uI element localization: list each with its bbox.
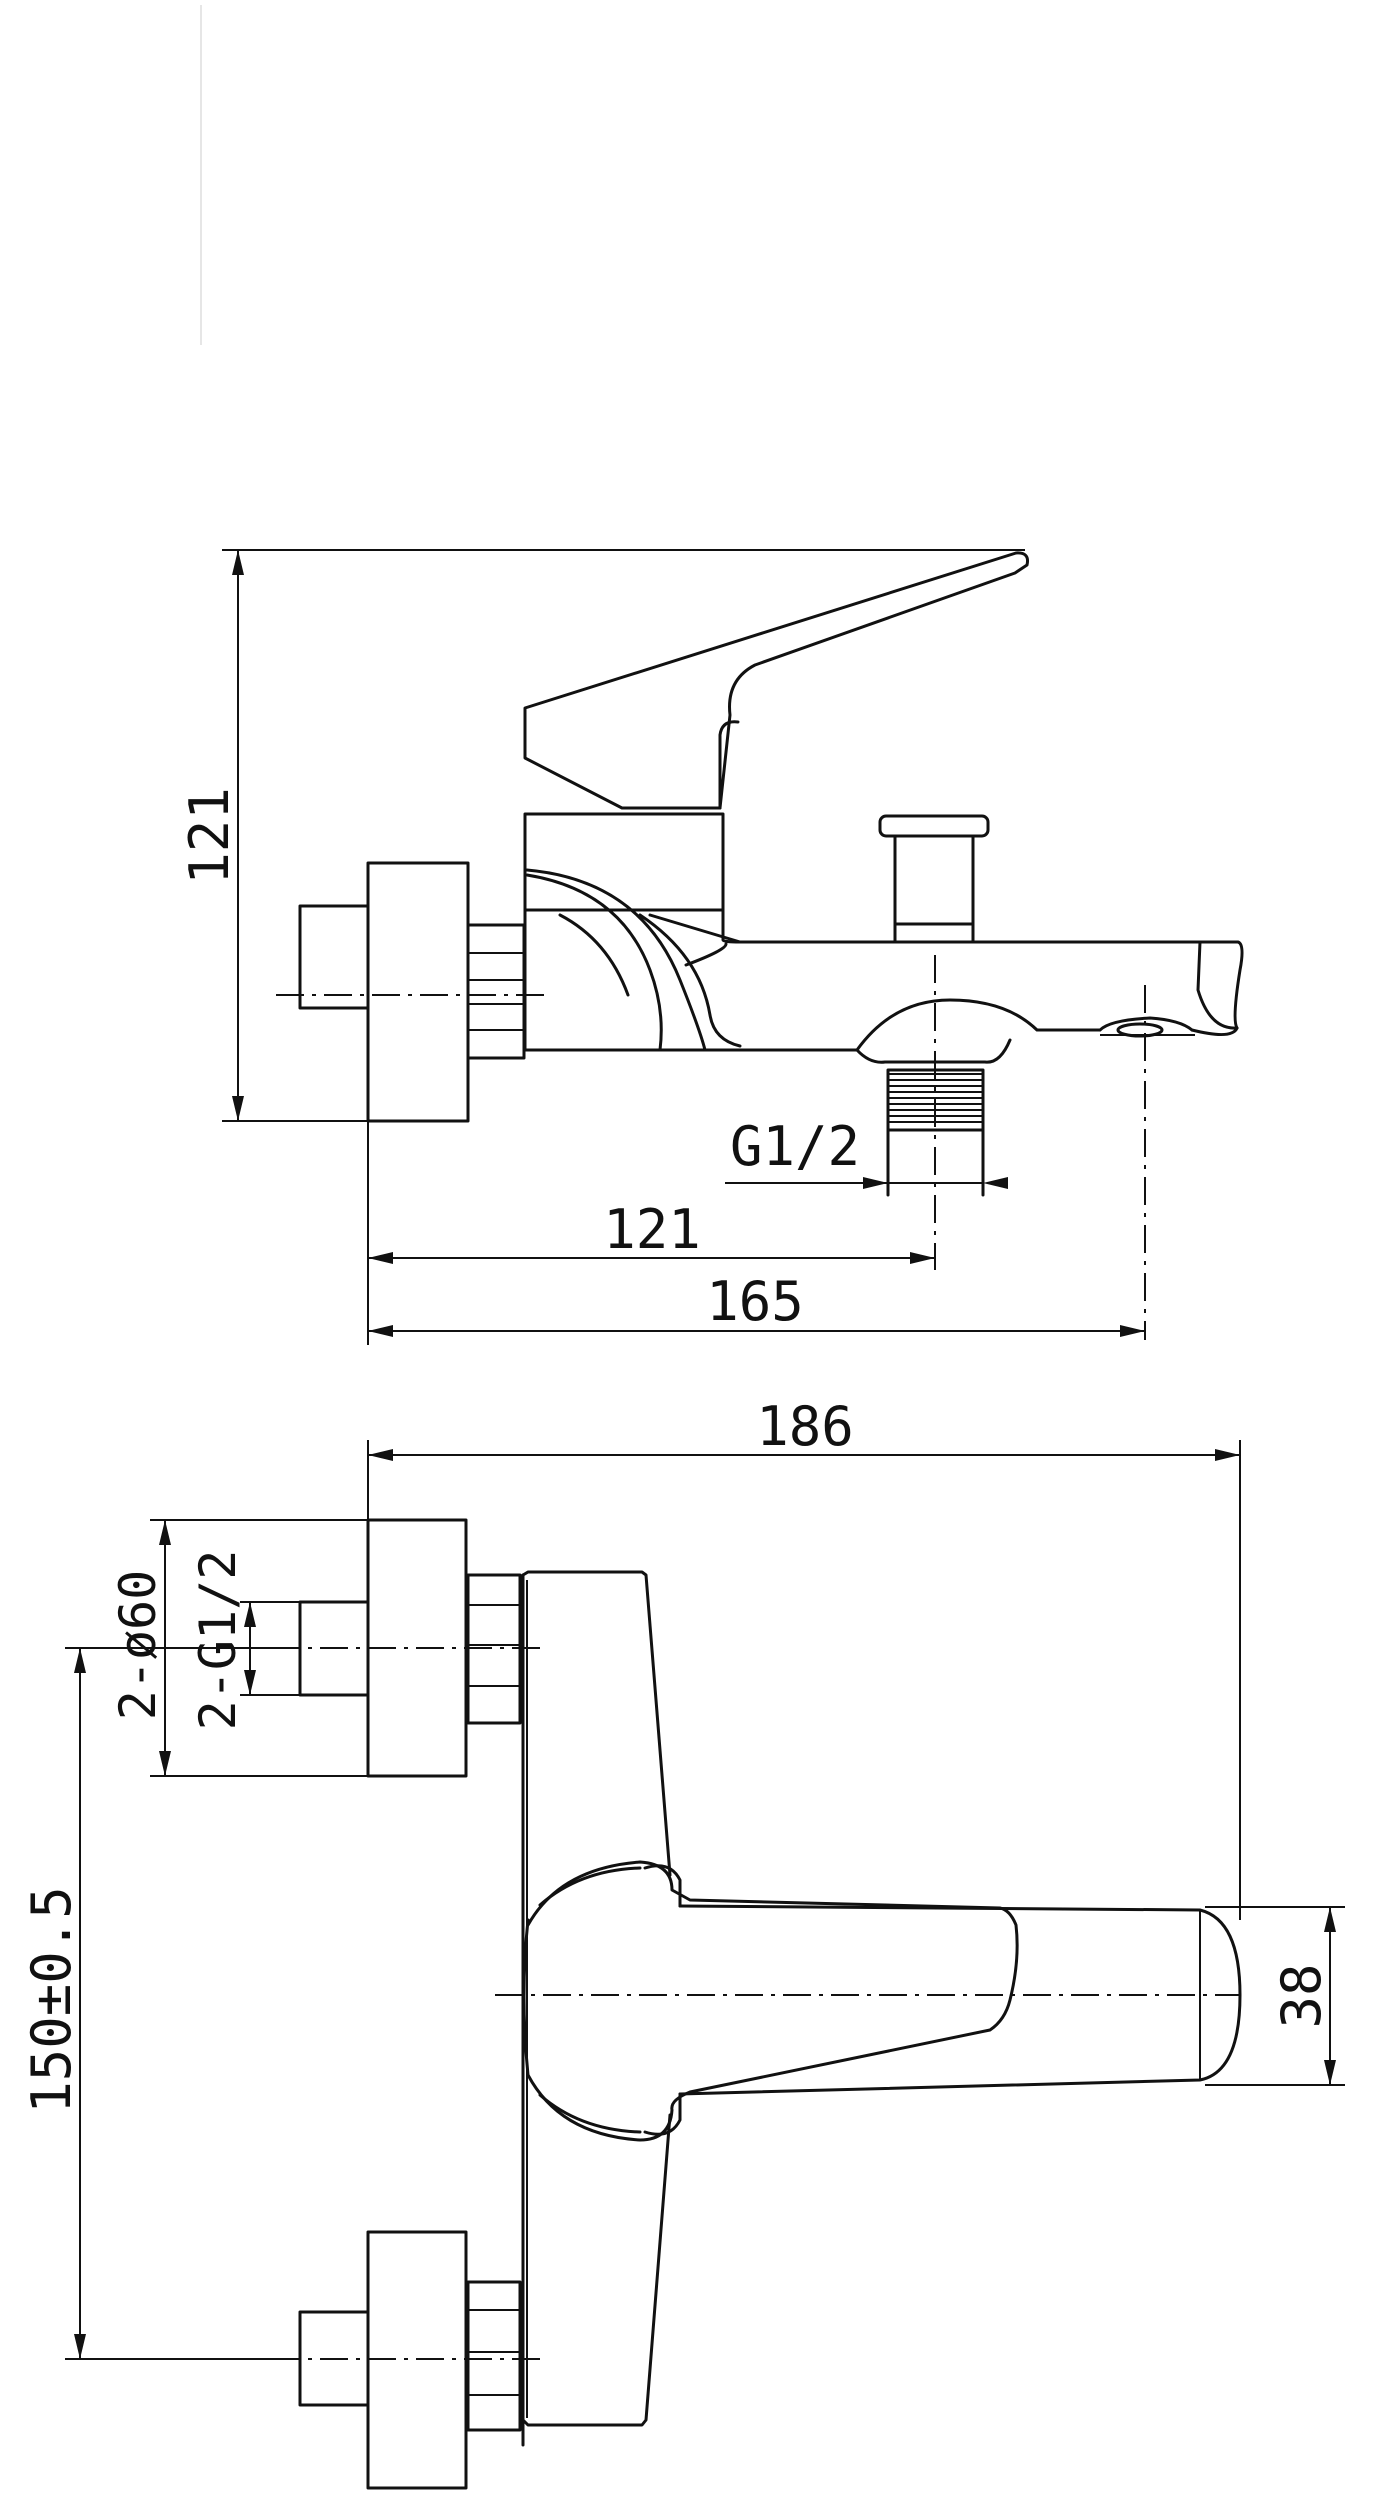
side-outlet-offset-dimension: 121: [367, 1121, 935, 1345]
side-nut: [466, 923, 526, 1060]
top-width-dimension: 186: [367, 1395, 1241, 1920]
side-spout: [684, 940, 1239, 1064]
side-spout-reach-dimension: 165: [368, 1270, 1145, 1337]
top-spout-width-dimension: 38: [1205, 1906, 1345, 2086]
side-view: 121 G1/2 121 165: [178, 549, 1244, 1345]
top-spout-width-label: 38: [1270, 1963, 1333, 2028]
top-inlet-thread-label: 2-G1/2: [189, 1550, 247, 1731]
side-outlet-offset-label: 121: [603, 1198, 701, 1261]
top-upper-inlet: [272, 1518, 548, 1778]
top-escutcheon-label: 2-ø60: [109, 1570, 167, 1721]
top-width-label: 186: [756, 1395, 854, 1458]
side-escutcheon: [366, 861, 470, 1123]
top-main-body: [521, 1570, 672, 2447]
side-valve-body: [525, 868, 1244, 1052]
side-cartridge-body: [523, 812, 832, 1052]
top-view: 186: [20, 1395, 1345, 2490]
side-thread-dimension: G1/2: [725, 1115, 1008, 1189]
side-inlet-pipe: [298, 904, 370, 1010]
side-thread-label: G1/2: [730, 1115, 860, 1178]
side-spout-reach-label: 165: [706, 1270, 804, 1333]
top-lower-inlet: [272, 2230, 548, 2490]
side-height-dimension: 121: [178, 549, 1025, 1122]
side-diverter-knob: [878, 814, 990, 944]
side-height-label: 121: [178, 787, 241, 885]
top-handle-and-spout: [495, 1860, 1242, 2142]
top-center-distance-label: 150±0.5: [20, 1886, 83, 2114]
side-lever-handle: [523, 551, 1029, 810]
top-inlet-thread-dimension: 2-G1/2: [189, 1550, 300, 1731]
top-center-distance-dimension: 150±0.5: [20, 1647, 300, 2360]
